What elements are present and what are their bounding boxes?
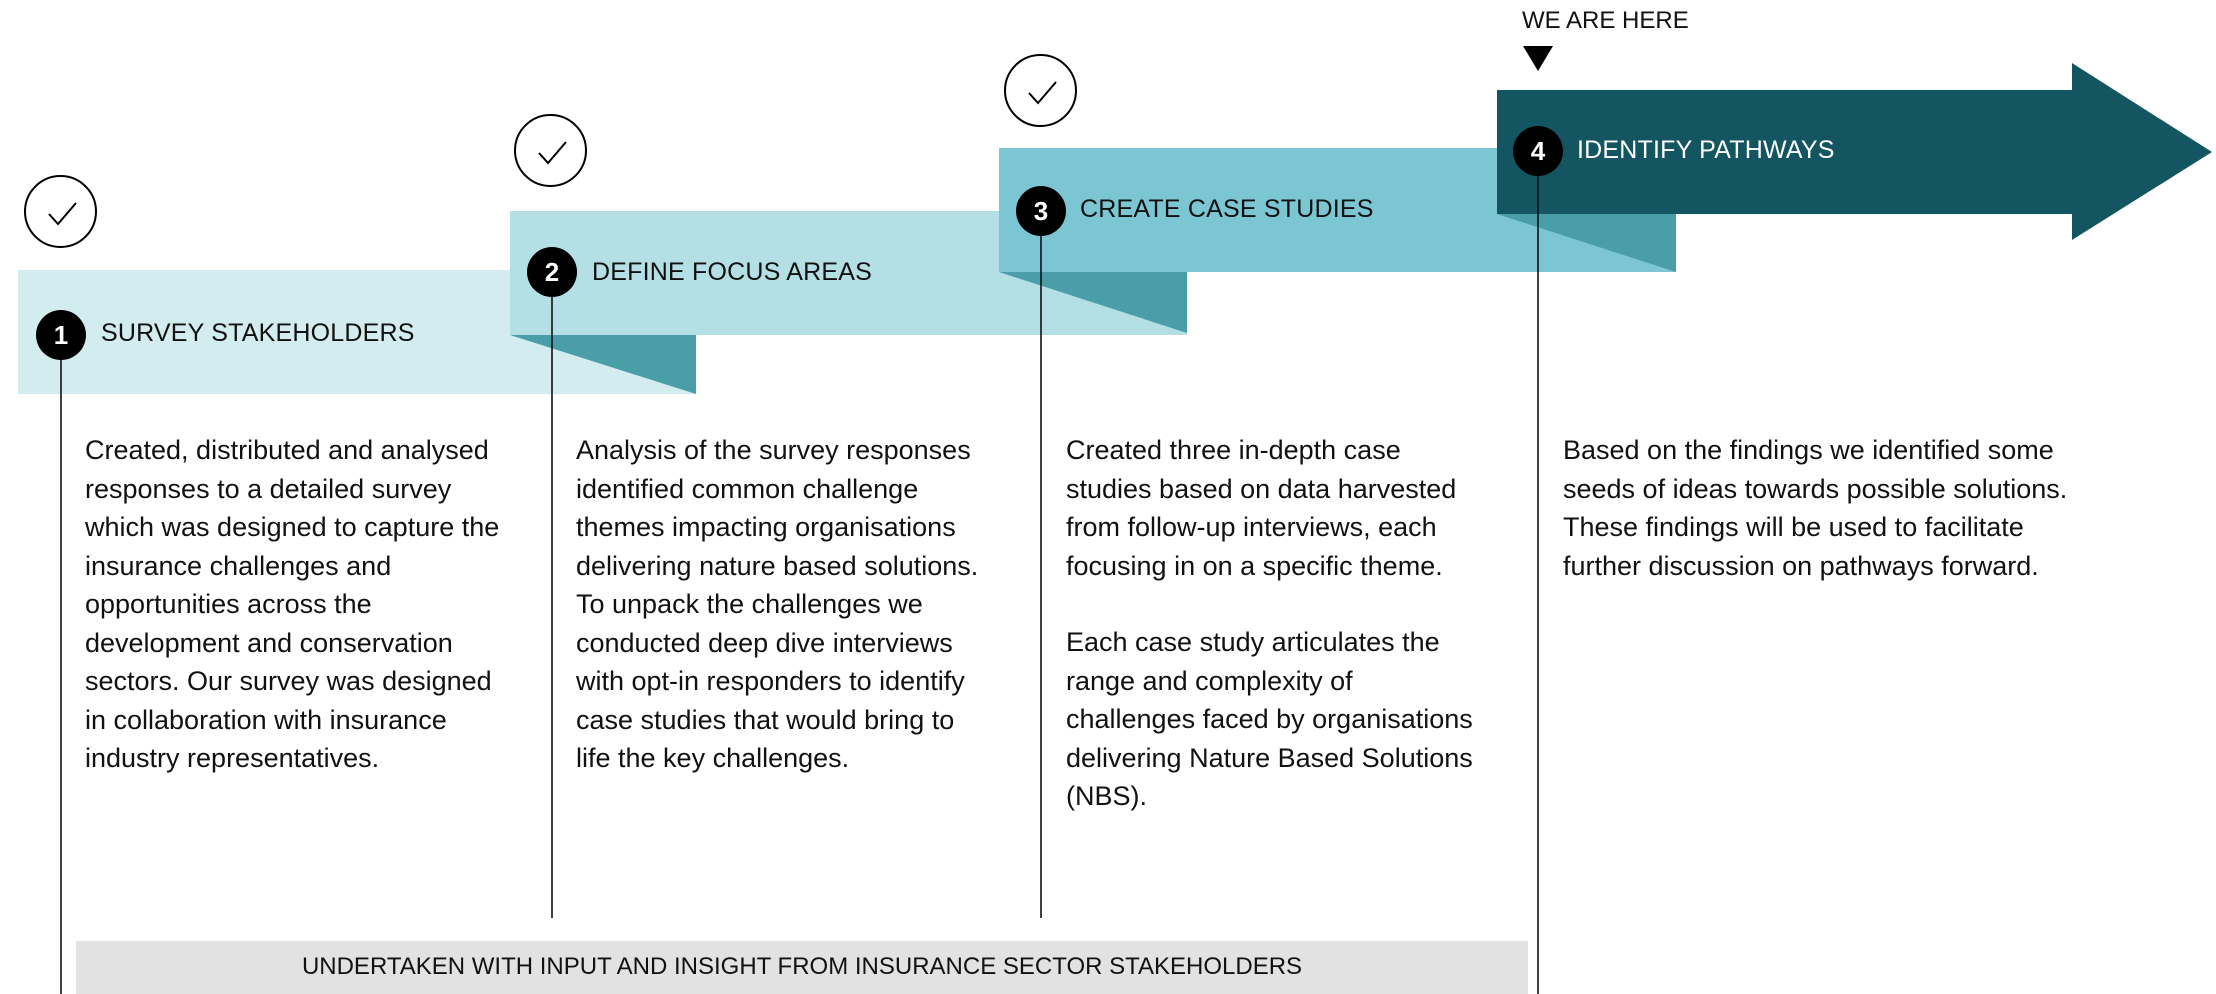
stakeholder-input-bar: UNDERTAKEN WITH INPUT AND INSIGHT FROM I… (76, 941, 1528, 994)
we-are-here-label: WE ARE HERE (1522, 7, 1689, 34)
stakeholder-input-label: UNDERTAKEN WITH INPUT AND INSIGHT FROM I… (301, 953, 1303, 980)
step-3-description: Created three in-depth case studies base… (1066, 431, 1486, 816)
step-1-checkmark-icon (24, 175, 97, 248)
step-2-fold (510, 335, 696, 394)
step-3-fold (999, 272, 1187, 333)
step-2-description-paragraph: Analysis of the survey responses identif… (576, 435, 979, 773)
step-1-description-paragraph: Created, distributed and analysed respon… (85, 435, 500, 773)
step-1-description: Created, distributed and analysed respon… (85, 431, 505, 778)
step-2-title: DEFINE FOCUS AREAS (592, 258, 873, 286)
step-4-fold (1497, 214, 1676, 272)
step-2-number-badge: 2 (527, 247, 577, 297)
step-4-description-paragraph: Based on the findings we identified some… (1563, 435, 2068, 581)
step-3-description-paragraph-1: Created three in-depth case studies base… (1066, 435, 1457, 581)
step-2-checkmark-icon (514, 114, 587, 187)
step-3-number-badge: 3 (1016, 186, 1066, 236)
step-3-checkmark-icon (1004, 54, 1077, 127)
step-4-title: IDENTIFY PATHWAYS (1577, 136, 1835, 164)
step-3-title: CREATE CASE STUDIES (1080, 195, 1374, 223)
step-4-number-badge: 4 (1513, 126, 1563, 176)
step-4-arrow (1497, 63, 2212, 240)
step-4-description: Based on the findings we identified some… (1563, 431, 2103, 585)
step-1-number-badge: 1 (36, 310, 86, 360)
marker-triangle-icon (1523, 46, 1553, 71)
step-2-description: Analysis of the survey responses identif… (576, 431, 996, 778)
step-1-title: SURVEY STAKEHOLDERS (101, 319, 415, 347)
step-3-description-paragraph-2: Each case study articulates the range an… (1066, 627, 1473, 811)
